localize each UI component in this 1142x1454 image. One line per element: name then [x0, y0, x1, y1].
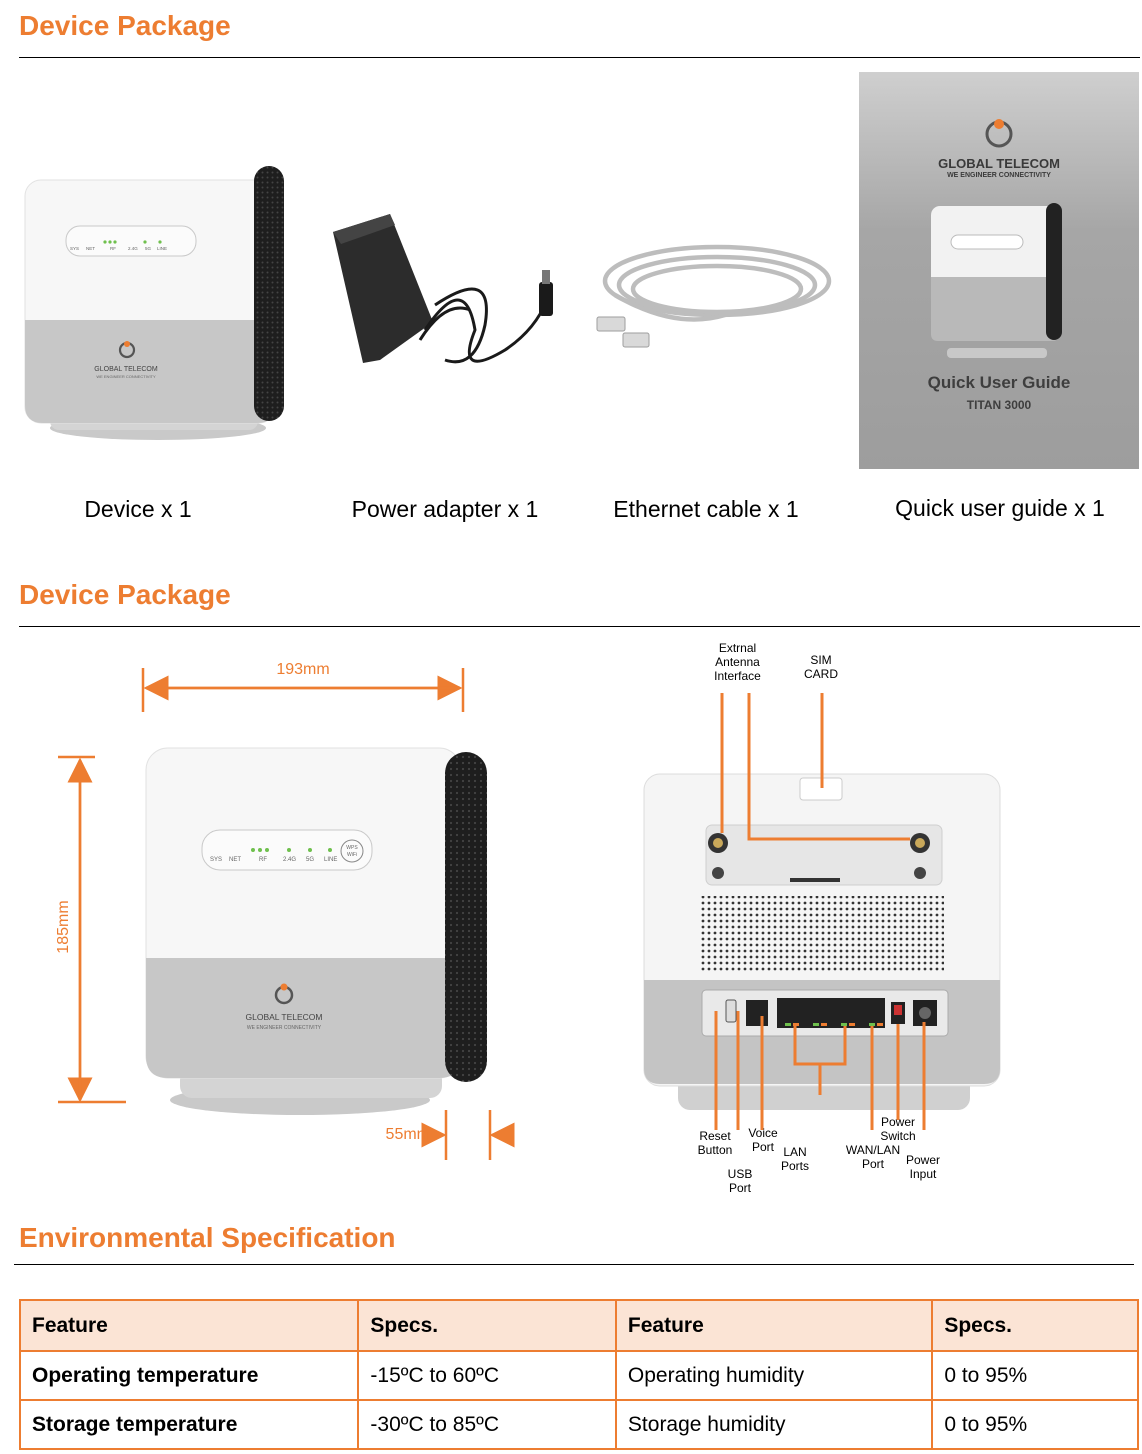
- svg-text:5G: 5G: [145, 246, 152, 251]
- caption-device: Device x 1: [84, 496, 192, 522]
- label-reset-button: Reset Button: [697, 1129, 733, 1157]
- dimension-width: 193mm: [276, 661, 330, 678]
- svg-text:2.4G: 2.4G: [128, 246, 138, 251]
- guide-title: Quick User Guide: [927, 373, 1071, 392]
- dimension-depth: 55mm: [385, 1126, 430, 1143]
- header-specs: Specs.: [931, 1299, 1139, 1352]
- section-title-environmental: Environmental Specification: [19, 1222, 396, 1253]
- svg-text:LINE: LINE: [157, 246, 167, 251]
- section-divider: [14, 1264, 1134, 1265]
- guide-model: TITAN 3000: [966, 398, 1032, 412]
- led-line-label: LINE: [324, 857, 337, 863]
- led-5g-label: 5G: [306, 857, 314, 863]
- section-title-dimensions: Device Package: [19, 579, 231, 610]
- dim-router-tagline: WE ENGINEER CONNECTIVITY: [247, 1025, 322, 1031]
- rear-view-image: [643, 693, 1001, 1130]
- quick-guide-image: GLOBAL TELECOM WE ENGINEER CONNECTIVITY …: [859, 72, 1139, 469]
- table-header-row: Feature Specs. Feature Specs.: [18, 1299, 1139, 1352]
- label-external-antenna: Extrnal Antenna Interface: [714, 641, 761, 683]
- led-net-label: NET: [229, 857, 241, 863]
- table-row: Operating temperature -15ºC to 60ºC Oper…: [18, 1350, 1139, 1401]
- section-title-package: Device Package: [19, 10, 231, 41]
- wps-label: WPS: [346, 845, 358, 851]
- header-feature: Feature: [614, 1299, 934, 1352]
- ethernet-cable-image: [596, 244, 832, 348]
- cell-spec: -15ºC to 60ºC: [357, 1350, 617, 1401]
- environmental-spec-table: Feature Specs. Feature Specs. Operating …: [18, 1299, 1139, 1450]
- svg-text:RF: RF: [110, 246, 116, 251]
- dimension-height: 185mm: [55, 900, 72, 954]
- router-image: SYS NET RF 2.4G 5G LINE GLOBAL TELECOM WE ENG…: [24, 166, 284, 440]
- router-brand-name: GLOBAL TELECOM: [94, 366, 158, 373]
- svg-text:NET: NET: [86, 246, 95, 251]
- header-specs: Specs.: [357, 1299, 617, 1352]
- caption-quick-guide: Quick user guide x 1: [895, 495, 1105, 521]
- label-power-switch: Power Switch: [880, 1115, 916, 1143]
- label-sim-card: SIM CARD: [803, 653, 838, 681]
- svg-text:SYS: SYS: [70, 246, 79, 251]
- cell-spec: -30ºC to 85ºC: [357, 1399, 617, 1450]
- led-24g-label: 2.4G: [283, 857, 296, 863]
- guide-brand-tagline: WE ENGINEER CONNECTIVITY: [947, 172, 1051, 179]
- label-usb-port: USB Port: [727, 1167, 753, 1195]
- led-rf-label: RF: [259, 857, 267, 863]
- cell-spec: 0 to 95%: [931, 1350, 1139, 1401]
- section-divider: [19, 57, 1140, 58]
- guide-brand-name: GLOBAL TELECOM: [938, 156, 1060, 171]
- router-brand-tagline: WE ENGINEER CONNECTIVITY: [96, 374, 156, 379]
- dim-router-brand: GLOBAL TELECOM: [246, 1012, 323, 1022]
- cell-feature: Operating humidity: [614, 1350, 934, 1401]
- caption-power-adapter: Power adapter x 1: [351, 496, 539, 522]
- label-lan-ports: LAN Ports: [780, 1145, 809, 1173]
- cell-spec: 0 to 95%: [931, 1399, 1139, 1450]
- caption-ethernet-cable: Ethernet cable x 1: [613, 496, 799, 522]
- label-power-input: Power Input: [905, 1153, 940, 1181]
- led-sys-label: SYS: [210, 857, 222, 863]
- label-wan-lan-port: WAN/LAN Port: [845, 1143, 901, 1171]
- dimension-drawing: SYS NET RF 2.4G 5G LINE WPS WiFi GLOBAL …: [58, 668, 515, 1160]
- power-adapter-image: [333, 214, 553, 364]
- cell-feature: Operating temperature: [18, 1350, 360, 1401]
- cell-feature: Storage temperature: [18, 1399, 360, 1450]
- wifi-label: WiFi: [347, 852, 357, 858]
- header-feature: Feature: [18, 1299, 360, 1352]
- section-divider: [19, 626, 1140, 627]
- table-row: Storage temperature -30ºC to 85ºC Storag…: [18, 1399, 1139, 1450]
- cell-feature: Storage humidity: [614, 1399, 934, 1450]
- label-voice-port: Voice Port: [748, 1126, 778, 1154]
